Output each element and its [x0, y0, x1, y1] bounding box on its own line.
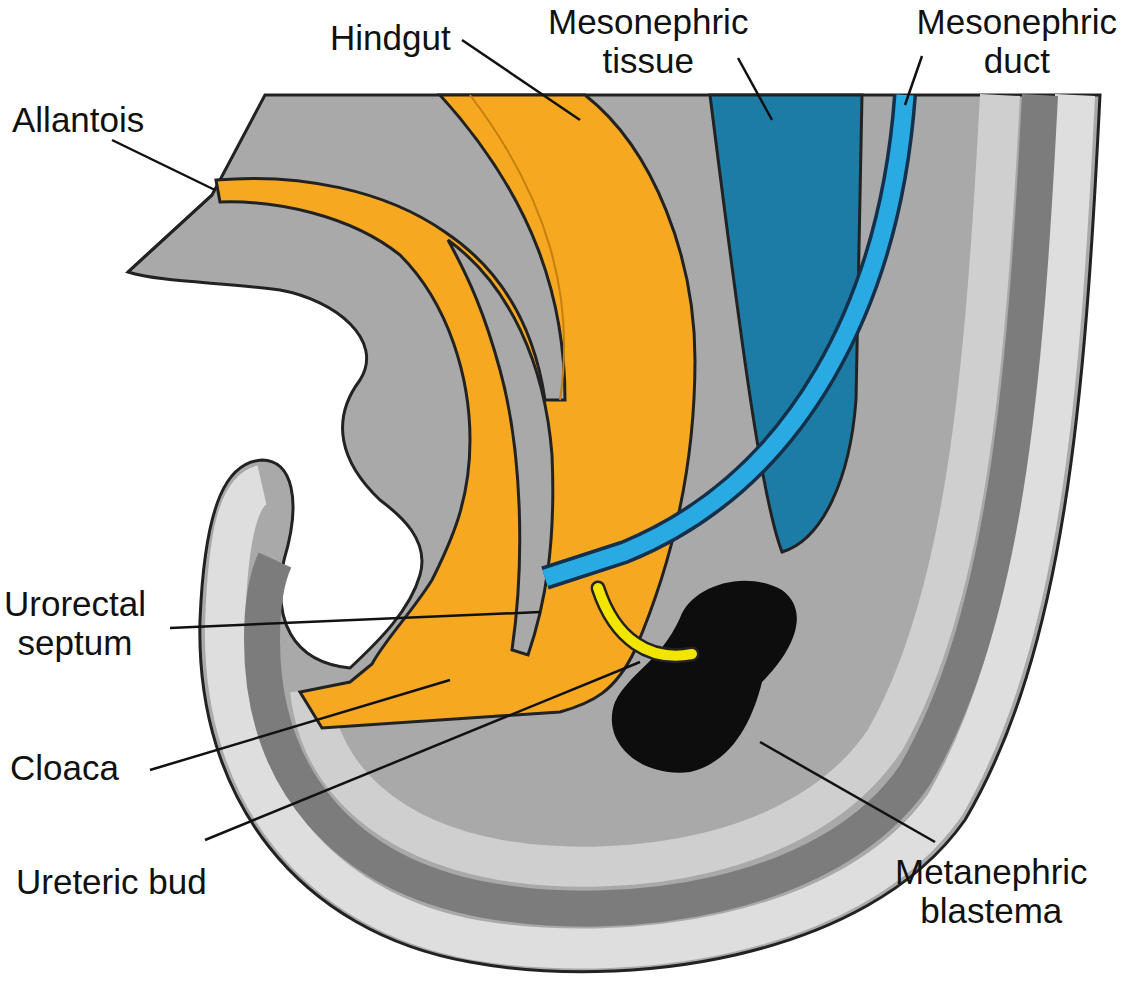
metanephric-blastema [612, 581, 797, 773]
leader-line [462, 40, 580, 120]
gut-shading [470, 95, 564, 400]
urorectal-septum [448, 240, 553, 655]
leader-line [738, 58, 772, 120]
leader-line [112, 140, 215, 190]
leader-line [205, 662, 640, 840]
leader-line [905, 56, 922, 105]
part-label: Ureteric bud [16, 862, 207, 901]
leader-line [170, 612, 540, 628]
bud-outline [598, 588, 692, 656]
embryo-body [128, 95, 1100, 972]
part-label: Hindgut [330, 18, 451, 57]
part-label: Urorectal septum [4, 584, 146, 662]
duct-outline [545, 95, 905, 578]
part-label: Mesonephric duct [917, 2, 1117, 80]
leader-line [150, 680, 450, 770]
ureteric-bud [598, 588, 692, 656]
part-label: Metanephric blastema [895, 852, 1088, 930]
part-label: Allantois [12, 100, 144, 139]
stalk-edge [128, 195, 212, 272]
leader-line [760, 742, 935, 842]
gut-endoderm [216, 95, 695, 728]
part-label: Cloaca [10, 748, 119, 787]
mesonephric-duct [545, 95, 905, 578]
part-label: Mesonephric tissue [548, 2, 748, 80]
